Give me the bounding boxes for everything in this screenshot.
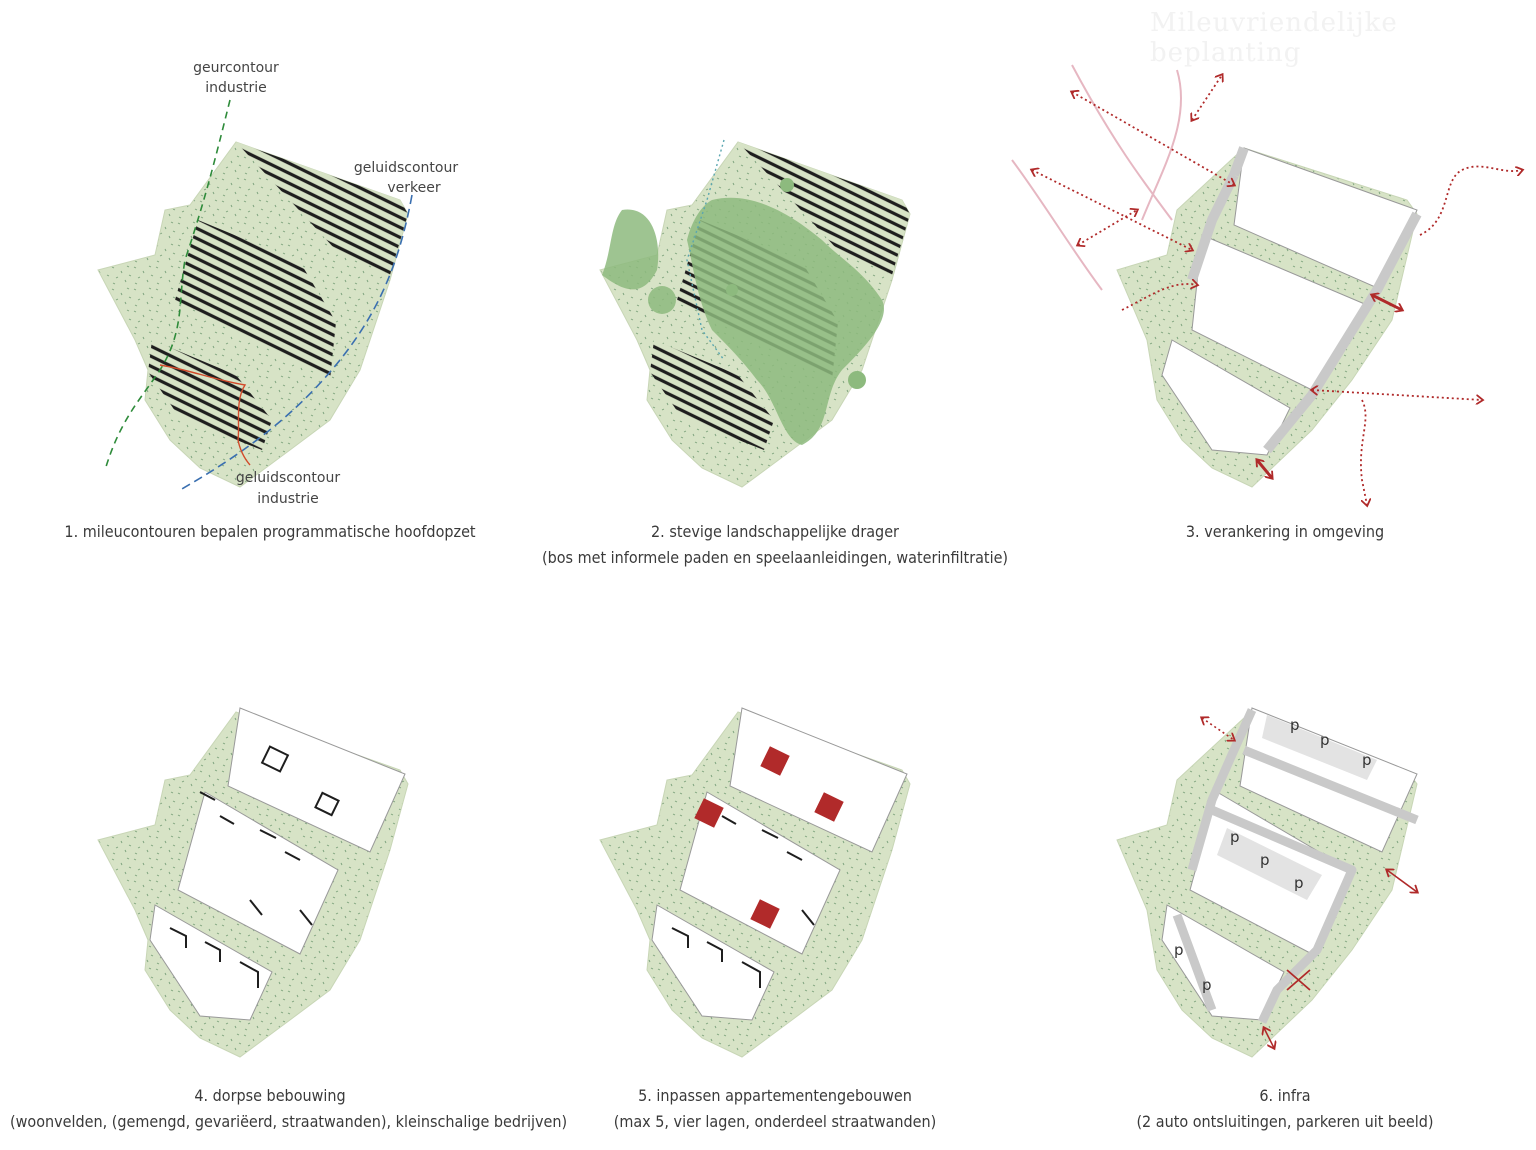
caption-line: 4. dorpse bebouwing: [194, 1086, 346, 1105]
geur-contour-line: [104, 99, 231, 471]
panel-3-diagram: [1011, 64, 1522, 505]
parking-label: p: [1294, 874, 1304, 892]
parking-strip: [1217, 828, 1322, 900]
closed-road-cross: [1286, 969, 1311, 991]
caption-line: (woonvelden, (gemengd, gevariëerd, straa…: [10, 1112, 568, 1131]
industrie-contour-line: [159, 364, 251, 466]
label-geluidscontour-industrie: geluidscontour: [236, 470, 340, 486]
housing-zones-hatched: [148, 142, 408, 450]
parking-label: p: [1202, 976, 1212, 994]
caption-line: 3. verankering in omgeving: [1185, 522, 1385, 541]
road-network: [1172, 708, 1419, 1024]
parking-label: p: [1174, 941, 1184, 959]
caption-line: 6. infra: [1259, 1086, 1311, 1105]
apartment-buildings: [694, 746, 844, 929]
car-access-arrow: [1387, 870, 1417, 892]
label-industrie: industrie: [257, 491, 319, 507]
caption-panel-5: 5. inpassen appartementengebouwen (max 5…: [590, 1083, 960, 1135]
caption-line: (bos met informele paden en speelaanleid…: [541, 548, 1009, 567]
forest-belt: [687, 197, 884, 445]
verkeer-contour-line: [179, 194, 413, 491]
parking-label: p: [1362, 751, 1372, 769]
parking-strip: [1262, 715, 1377, 780]
panel-4-diagram: [97, 707, 409, 1058]
caption-panel-2: 2. stevige landschappelijke drager (bos …: [540, 519, 1010, 571]
label-geurcontour-industrie: industrie: [205, 80, 267, 96]
field-south: [1161, 339, 1291, 456]
caption-line: (2 auto ontsluitingen, parkeren uit beel…: [1136, 1112, 1434, 1131]
caption-line: 2. stevige landschappelijke drager: [651, 522, 899, 541]
parking-label: p: [1260, 851, 1270, 869]
label-geluidscontour-verkeer: geluidscontour: [354, 160, 458, 176]
parking-label: p: [1290, 716, 1300, 734]
village-buildings: [169, 745, 340, 988]
access-arrow: [1202, 718, 1234, 740]
caption-panel-3: 3. verankering in omgeving: [1100, 519, 1470, 545]
forest-patch: [602, 209, 659, 290]
parking-label: p: [1230, 828, 1240, 846]
caption-line: 1. mileucontouren bepalen programmatisch…: [64, 522, 476, 541]
caption-line: (max 5, vier lagen, onderdeel straatwand…: [613, 1112, 937, 1131]
watermark-text: Mileuvriendelijke beplanting: [1150, 8, 1398, 68]
panel-6-diagram: p p p p p p p p: [1116, 707, 1419, 1058]
label-geurcontour: geurcontour: [193, 60, 279, 76]
caption-panel-6: 6. infra (2 auto ontsluitingen, parkeren…: [1110, 1083, 1460, 1135]
panel-5-diagram: [599, 707, 911, 1058]
water-path: [686, 139, 725, 361]
panel-1-diagram: geurcontour industrie geluidscontour ver…: [97, 60, 458, 507]
existing-roads: [1011, 64, 1182, 291]
caption-panel-1: 1. mileucontouren bepalen programmatisch…: [60, 519, 480, 545]
caption-panel-4: 4. dorpse bebouwing (woonvelden, (gemeng…: [10, 1083, 568, 1135]
car-access-arrow: [1264, 1028, 1274, 1048]
parking-label: p: [1320, 731, 1330, 749]
caption-line: 5. inpassen appartementengebouwen: [638, 1086, 912, 1105]
connection-arrows: [1032, 75, 1522, 505]
label-verkeer: verkeer: [387, 180, 440, 196]
panel-2-diagram: [599, 139, 911, 488]
